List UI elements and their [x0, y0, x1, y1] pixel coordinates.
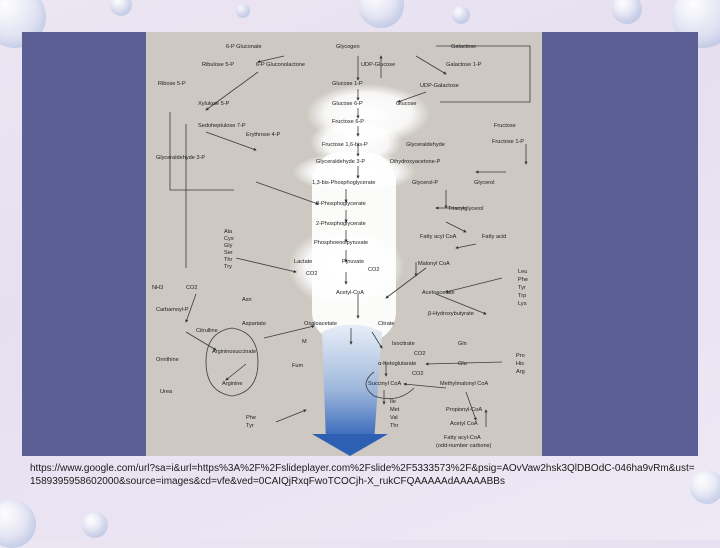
node-label: Ser: [224, 250, 233, 256]
node-label: Glucose: [396, 101, 417, 107]
node-label: CO2: [412, 371, 424, 377]
node-label: Glyceraldehyde: [406, 142, 445, 148]
node-label: Acetyl CoA: [450, 421, 478, 427]
node-label: Asn: [242, 297, 252, 303]
node-label: Methylmalonyl CoA: [440, 381, 489, 387]
bubble-decoration: [236, 4, 250, 18]
node-label: 3-Phosphoglycerate: [316, 201, 366, 207]
node-label: Succinyl CoA: [368, 381, 402, 387]
node-label: Xylulose 5-P: [198, 101, 230, 107]
node-label: Tyr: [246, 423, 254, 429]
node-label: Glu: [458, 361, 467, 367]
node-label: Phosphoenolpyruvate: [314, 240, 369, 246]
node-label: β-Hydroxybutyrate: [428, 311, 474, 317]
node-label: CO2: [306, 271, 318, 277]
node-label: Oxaloacetate: [304, 321, 337, 327]
node-label: Fatty acyl CoA: [420, 234, 457, 240]
node-label: Erythrose 4-P: [246, 132, 281, 138]
node-label: His: [516, 361, 525, 367]
bubble-decoration: [358, 0, 404, 28]
node-label: Glucose 6-P: [332, 101, 363, 107]
node-label: Glycogen: [336, 44, 360, 50]
node-label: UDP-Glucose: [361, 62, 396, 68]
bubble-decoration: [690, 470, 720, 504]
bubble-decoration: [82, 512, 108, 538]
node-label: Try: [224, 264, 232, 270]
node-label: Glyceraldehyde 3-P: [316, 159, 366, 165]
node-label: UDP-Galactose: [420, 83, 459, 89]
node-label: Urea: [160, 389, 173, 395]
node-label: Ribose 5-P: [158, 81, 186, 87]
node-label: Cys: [224, 236, 234, 242]
node-label: Acetyl-CoA: [336, 290, 364, 296]
node-label: 6-P Gluconolactone: [256, 62, 306, 68]
node-label: Citrate: [378, 321, 395, 327]
node-label: Fatty acyl-CoA: [444, 435, 481, 441]
node-label: Met: [390, 407, 400, 413]
node-label: Citrulline: [196, 328, 218, 334]
node-label: Isocitrate: [392, 341, 415, 347]
node-label: M: [302, 339, 307, 345]
node-label: Leu: [518, 269, 528, 275]
node-label: Lys: [518, 301, 527, 307]
node-label: Arginine: [222, 381, 243, 387]
node-label: Lactate: [294, 259, 313, 265]
bubble-decoration: [110, 0, 132, 16]
node-label: Glyceraldehyde 3-P: [156, 155, 206, 161]
node-label: Val: [390, 415, 398, 421]
diagram-graphics: [169, 45, 531, 456]
node-label: Fructose 1,6-bis-P: [322, 142, 368, 148]
node-label: Thr: [224, 257, 233, 263]
node-label: Ornithine: [156, 357, 179, 363]
node-label: Dihydroxyacetone-P: [390, 159, 441, 165]
node-label: Thr: [390, 423, 399, 429]
image-source-url: https://www.google.com/url?sa=i&url=http…: [30, 463, 695, 487]
node-label: Gly: [224, 243, 233, 249]
node-label: Glycerol: [474, 180, 495, 186]
node-label: Carbamoyl-P: [156, 307, 189, 313]
node-label: Argininosuccinate: [212, 349, 257, 355]
node-label: Galactose: [451, 44, 477, 50]
node-label: CO2: [186, 285, 198, 291]
node-label: Pyruvate: [342, 259, 365, 265]
node-label: Ribulose 5-P: [202, 62, 235, 68]
node-label: Glucose 1-P: [332, 81, 363, 87]
node-label: NH3: [152, 285, 164, 291]
node-label: 2-Phosphoglycerate: [316, 221, 366, 227]
node-label: Fatty acid: [482, 234, 507, 240]
node-label: Glycerol-P: [412, 180, 439, 186]
node-label: Fum: [292, 363, 304, 369]
node-label: Triacylglycerol: [448, 206, 484, 212]
node-label: Arg: [516, 369, 525, 375]
node-label: Phe: [246, 415, 256, 421]
node-label: Sedoheptulose 7-P: [198, 123, 246, 129]
metabolic-pathway-diagram: 6-P Gluconate Glycogen Galactose Ribulos…: [146, 32, 542, 456]
node-label: Phe: [518, 277, 528, 283]
node-label: CO2: [414, 351, 426, 357]
node-label: Acetoacetate: [422, 290, 455, 296]
node-label: Propionyl-CoA: [446, 407, 483, 413]
node-label: Tyr: [518, 285, 526, 291]
node-label: Ala: [224, 229, 233, 235]
node-label: Gln: [458, 341, 467, 347]
node-label: Ile: [390, 399, 396, 405]
node-label: α-Ketoglutarate: [378, 361, 417, 367]
node-label: CO2: [368, 267, 380, 273]
node-label: Fructose: [494, 123, 516, 129]
node-label: 1,3-bis-Phosphoglycerate: [312, 180, 376, 186]
node-label: Galactose 1-P: [446, 62, 482, 68]
bubble-decoration: [612, 0, 642, 24]
bubble-decoration: [0, 500, 36, 548]
node-label: Fructose 6-P: [332, 119, 365, 125]
node-label: Fructose 1-P: [492, 139, 525, 145]
node-label: Aspartate: [242, 321, 266, 327]
node-label: 6-P Gluconate: [226, 44, 262, 50]
node-label: Trp: [518, 293, 527, 299]
node-label: (odd-number carbons): [436, 443, 492, 449]
node-label: Malonyl CoA: [418, 261, 450, 267]
node-label: Pro: [516, 353, 525, 359]
bubble-decoration: [452, 6, 470, 24]
